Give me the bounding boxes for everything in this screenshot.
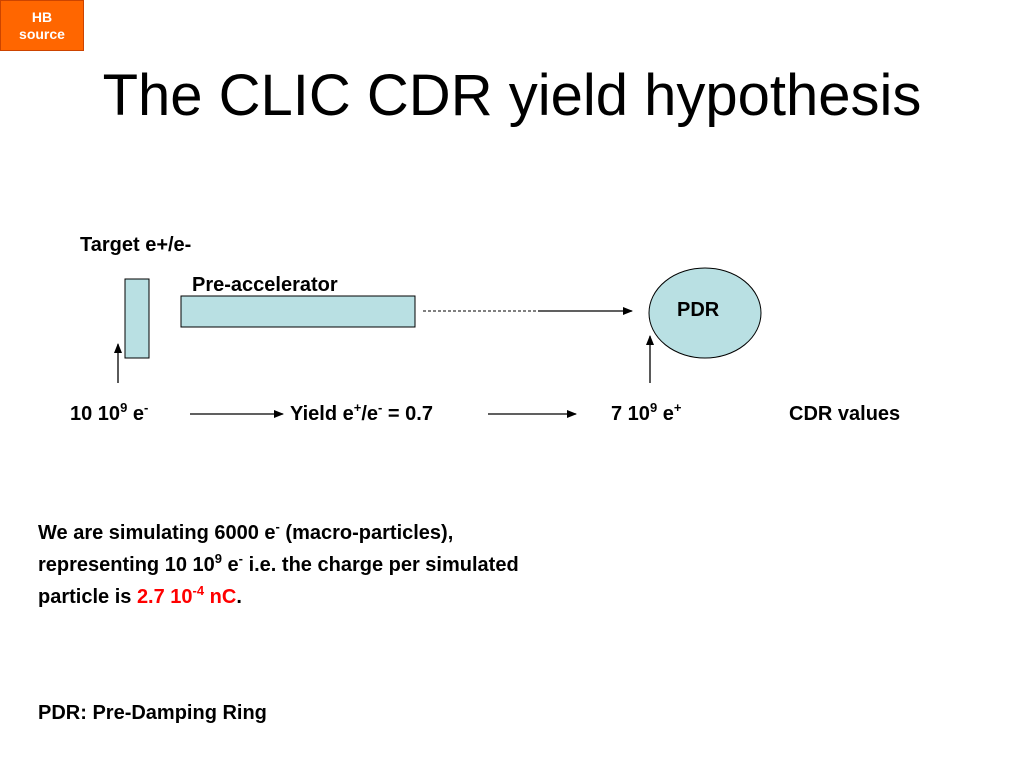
hb-source-badge: HB source <box>0 0 84 51</box>
badge-line-2: source <box>19 25 65 42</box>
input-electrons-label: 10 109 e- <box>70 400 149 425</box>
paragraph-line-3: particle is 2.7 10-4 nC. <box>38 583 242 608</box>
pdr-definition: PDR: Pre-Damping Ring <box>38 702 267 724</box>
output-positrons-label: 7 109 e+ <box>611 400 682 425</box>
preaccelerator-box <box>180 295 416 328</box>
target-label: Target e+/e- <box>80 234 192 256</box>
yield-label: Yield e+/e- = 0.7 <box>290 400 433 425</box>
target-box <box>124 278 150 359</box>
pdr-ellipse <box>648 267 762 359</box>
charge-per-particle-value: 2.7 10-4 nC <box>136 583 237 608</box>
paragraph-line-2: representing 10 109 e- i.e. the charge p… <box>38 551 519 576</box>
badge-line-1: HB <box>31 8 53 25</box>
paragraph-line-1: We are simulating 6000 e- (macro-particl… <box>38 519 454 544</box>
preaccelerator-label: Pre-accelerator <box>192 274 338 296</box>
slide-title: The CLIC CDR yield hypothesis <box>102 63 922 128</box>
simulation-paragraph: We are simulating 6000 e- (macro-particl… <box>38 517 678 613</box>
cdr-values-label: CDR values <box>789 403 901 425</box>
pdr-label: PDR <box>677 299 720 321</box>
